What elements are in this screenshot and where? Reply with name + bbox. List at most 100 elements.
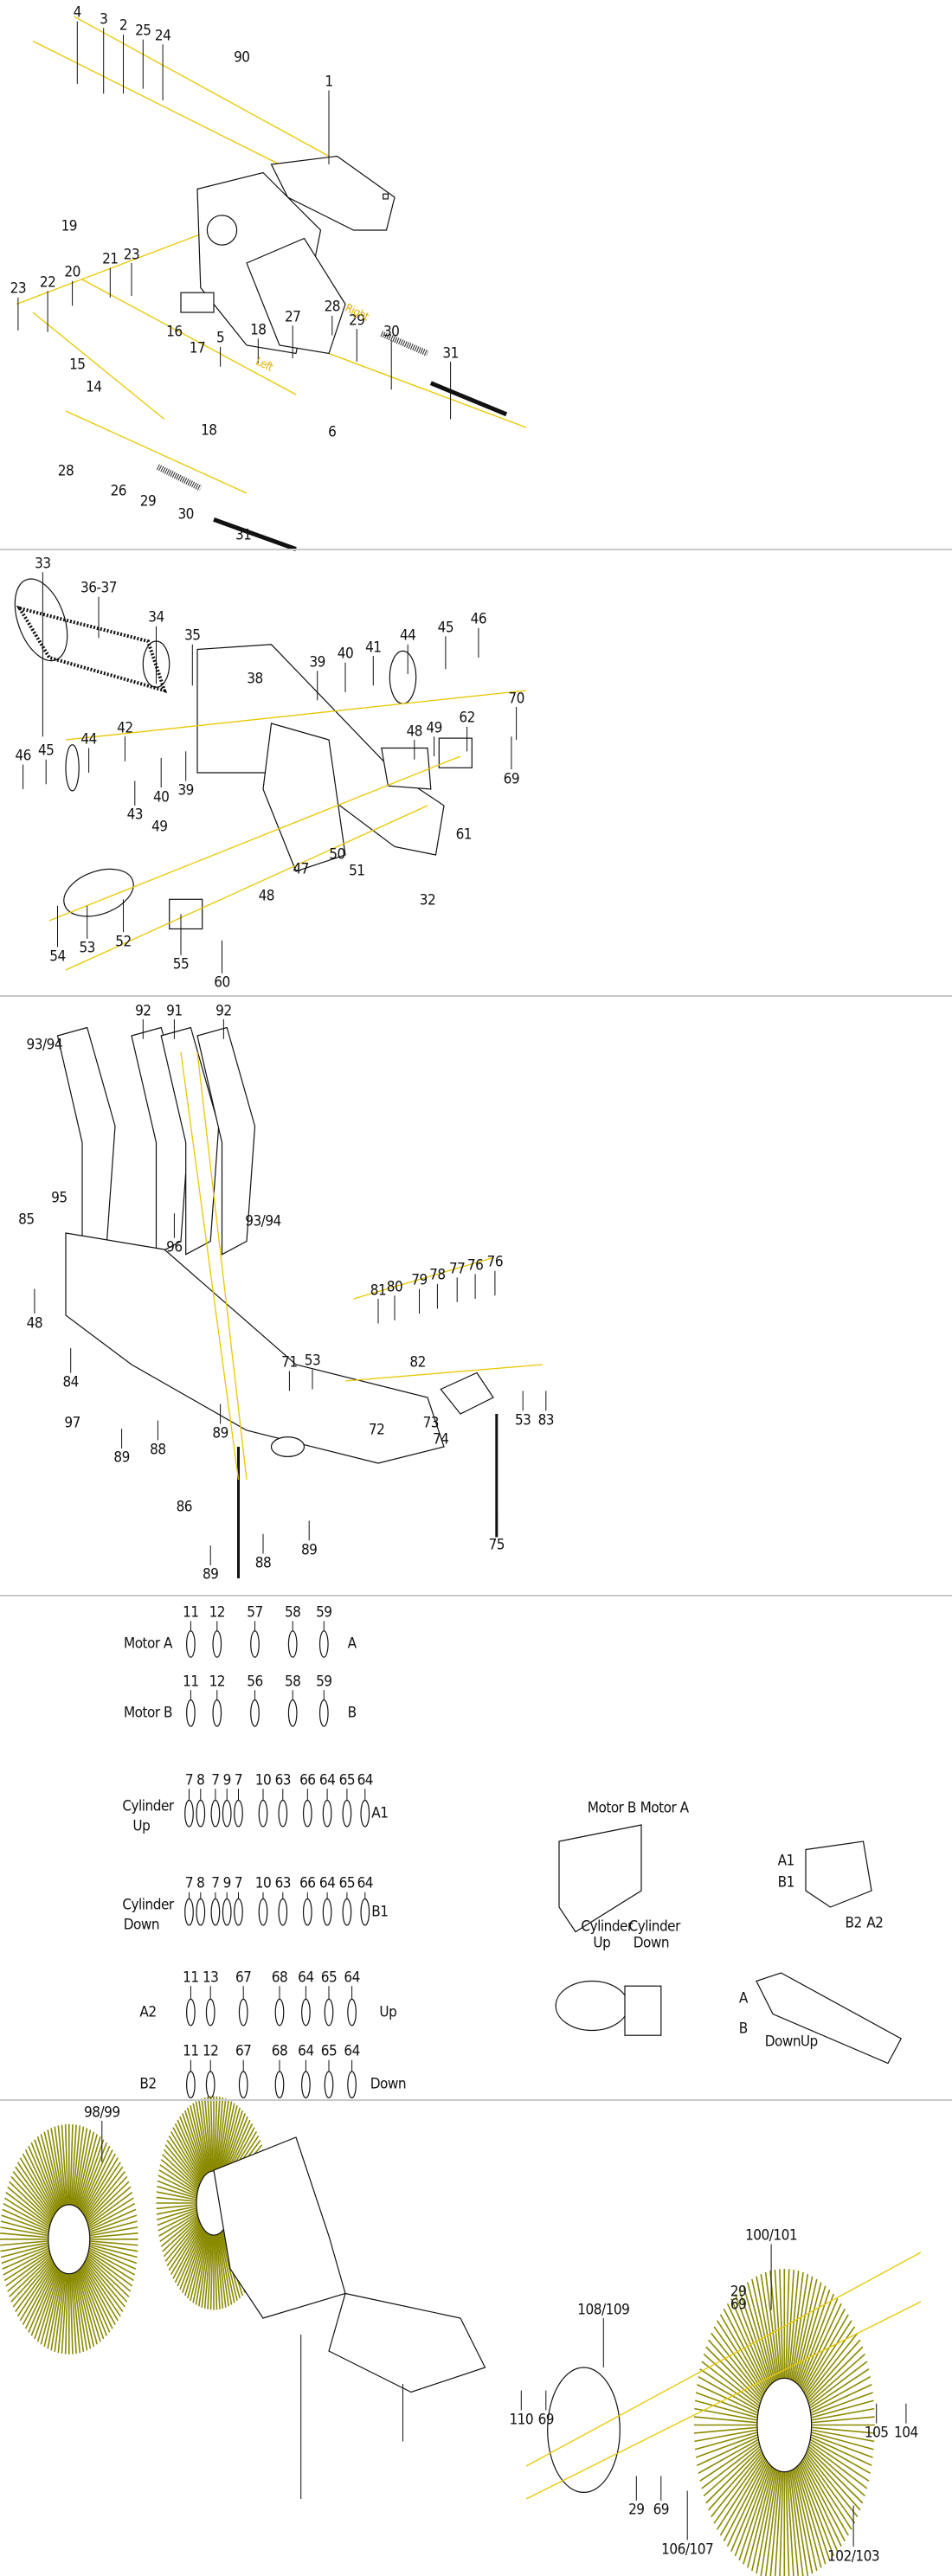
port-label: B bbox=[347, 1704, 357, 1722]
fitting-part bbox=[212, 1699, 222, 1727]
hydraulic-motor bbox=[555, 1980, 629, 2032]
fitting-part-number: 56 bbox=[247, 1673, 263, 1691]
fitting-part-number: 65 bbox=[338, 1771, 356, 1789]
section-divider bbox=[0, 1595, 952, 1596]
part-number-callout: 27 bbox=[284, 308, 301, 326]
assembly-axis-line bbox=[32, 40, 313, 182]
part-number-callout: 90 bbox=[234, 48, 250, 66]
part-number-callout: 16 bbox=[166, 323, 183, 341]
fitting-part bbox=[205, 1998, 215, 2027]
part-number-callout: 29 bbox=[349, 312, 365, 329]
fitting-part bbox=[278, 1799, 288, 1828]
part-number-callout: 98/99 bbox=[84, 2104, 120, 2121]
section-divider bbox=[0, 995, 952, 997]
part-number-callout: 18 bbox=[201, 421, 217, 440]
block-port-label: B2 bbox=[845, 1914, 862, 1932]
port-label: Motor B bbox=[123, 1704, 173, 1722]
fitting-part bbox=[250, 1630, 260, 1658]
part-number-callout: 29 bbox=[139, 492, 157, 510]
part-number-callout: 46 bbox=[15, 747, 31, 765]
fitting-part bbox=[234, 1799, 243, 1828]
part-number-callout: 47 bbox=[293, 860, 309, 878]
fitting-part bbox=[258, 1898, 268, 1926]
cover-plate bbox=[381, 747, 432, 790]
part-number-callout: 69 bbox=[537, 2411, 555, 2429]
part-number-callout: 31 bbox=[235, 526, 252, 544]
fitting-part bbox=[184, 1898, 194, 1926]
fitting-part bbox=[250, 1699, 260, 1727]
fitting-part-number: 67 bbox=[235, 1969, 252, 1987]
fitting-part-number: 10 bbox=[254, 1874, 272, 1892]
part-number-callout: 62 bbox=[459, 709, 475, 727]
assembly-axis-line bbox=[65, 690, 527, 741]
valve-port-label: Cylinder bbox=[581, 1918, 633, 1936]
fitting-part bbox=[210, 1898, 221, 1926]
port-label: Down bbox=[123, 1916, 160, 1934]
fitting-part bbox=[287, 1699, 298, 1727]
section-divider bbox=[0, 549, 952, 550]
part-number-callout: 89 bbox=[202, 1565, 219, 1584]
assembly-axis-line bbox=[81, 279, 297, 395]
motor-valve bbox=[624, 1985, 662, 2036]
part-number-callout: 17 bbox=[189, 339, 206, 357]
fitting-part-number: 13 bbox=[202, 1969, 219, 1987]
fitting-part bbox=[322, 1799, 332, 1828]
fitting-part-number: 57 bbox=[247, 1603, 263, 1622]
part-number-callout: 79 bbox=[411, 1271, 428, 1289]
port-label: B2 bbox=[139, 2075, 157, 2093]
fitting-part bbox=[318, 1630, 329, 1658]
fitting-part bbox=[186, 1630, 196, 1658]
fitting-part bbox=[222, 1898, 232, 1926]
spring bbox=[380, 331, 429, 357]
part-number-callout: 26 bbox=[110, 482, 127, 500]
assembly-axis-line bbox=[525, 2301, 922, 2500]
fitting-part-number: 64 bbox=[357, 1771, 374, 1789]
part-number-callout: 89 bbox=[113, 1449, 130, 1467]
fitting-part bbox=[184, 1799, 194, 1828]
valve-port-label: Down bbox=[633, 1934, 670, 1952]
fitting-part-number: 8 bbox=[196, 1874, 205, 1892]
fitting-part bbox=[318, 1699, 329, 1727]
fitting-part-number: 59 bbox=[316, 1603, 332, 1622]
part-number-callout: 69 bbox=[653, 2501, 670, 2519]
machine-base-ghost bbox=[328, 2292, 486, 2393]
part-number-callout: 28 bbox=[324, 298, 341, 316]
cylinder-port-label: Down bbox=[764, 2033, 801, 2051]
fitting-part-number: 7 bbox=[211, 1874, 220, 1892]
part-number-callout: 70 bbox=[508, 690, 524, 707]
frame-bore bbox=[206, 215, 238, 246]
frame-left-arm bbox=[246, 237, 346, 355]
part-number-callout: 61 bbox=[455, 825, 473, 844]
fitting-part bbox=[287, 1630, 298, 1658]
fitting-part-number: 68 bbox=[271, 1969, 288, 1987]
fitting-part-number: 7 bbox=[184, 1874, 194, 1892]
part-number-callout: 48 bbox=[406, 723, 423, 740]
fitting-part-number: 67 bbox=[235, 2042, 252, 2060]
assembly-axis-line bbox=[65, 410, 248, 494]
fitting-part bbox=[196, 1898, 206, 1926]
valve-block bbox=[180, 292, 215, 313]
part-number-callout: 41 bbox=[365, 639, 382, 657]
port-label: Down bbox=[370, 2075, 407, 2093]
part-number-callout: 44 bbox=[399, 626, 416, 645]
part-number-callout: 23 bbox=[10, 279, 27, 298]
part-number-callout: 71 bbox=[281, 1353, 298, 1372]
fitting-part-number: 7 bbox=[234, 1874, 243, 1892]
valve-port-label: Up bbox=[593, 1934, 611, 1952]
fitting-part-number: 12 bbox=[202, 2042, 219, 2060]
part-number-callout: 6 bbox=[328, 423, 337, 441]
fitting-part bbox=[301, 2071, 311, 2098]
part-number-callout: 75 bbox=[488, 1536, 505, 1554]
part-number-callout: 49 bbox=[151, 818, 168, 836]
fitting-part-number: 63 bbox=[274, 1771, 292, 1789]
valve-port-label: Cylinder bbox=[628, 1918, 681, 1936]
fitting-part bbox=[238, 1998, 248, 2027]
part-number-callout: 82 bbox=[409, 1353, 426, 1372]
hydraulic-cylinder bbox=[756, 1972, 903, 2065]
part-number-callout: 96 bbox=[166, 1238, 183, 1256]
part-number-callout: 14 bbox=[86, 378, 102, 396]
part-number-callout: 40 bbox=[152, 788, 170, 806]
part-number-callout: 81 bbox=[370, 1282, 387, 1299]
fitting-part bbox=[360, 1799, 370, 1828]
hub-flange bbox=[65, 744, 80, 792]
